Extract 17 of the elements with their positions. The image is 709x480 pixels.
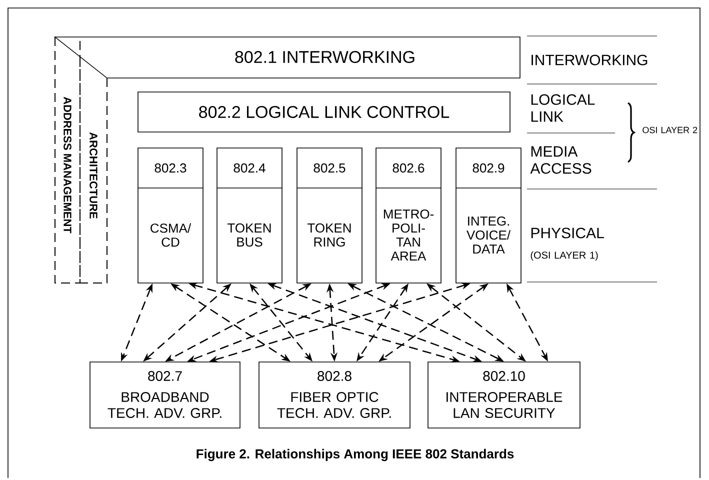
standard-column: 802.4 TOKEN BUS (216, 148, 282, 284)
logical-link-box: 802.2 LOGICAL LINK CONTROL (138, 92, 510, 132)
group-box: 802.8 FIBER OPTIC TECH. ADV. GRP. (258, 362, 410, 428)
layer-label: INTERWORKING (532, 54, 648, 66)
standard-column: 802.6 METRO- POLI- TAN AREA (376, 148, 442, 284)
layer-label: (OSI LAYER 1) (530, 251, 598, 261)
vertical-band: ARCHITECTURE (80, 58, 108, 284)
layer-label: LOGICAL LINK (531, 94, 595, 122)
standard-column: 802.3 CSMA/ CD (138, 148, 204, 284)
standard-column: 802.5 TOKEN RING (296, 148, 362, 284)
standard-column: 802.9 INTEG. VOICE/ DATA (456, 148, 522, 284)
vertical-band: ADDRESS MANAGEMENT (54, 36, 80, 284)
layer-label: MEDIA ACCESS (530, 146, 592, 174)
group-box: 802.10 INTEROPERABLE LAN SECURITY (428, 362, 580, 428)
figure-caption: Figure 2. Relationships Among IEEE 802 Standards (196, 448, 514, 462)
layer-label: OSI LAYER 2 (642, 126, 698, 134)
group-box: 802.7 BROADBAND TECH. ADV. GRP. (90, 362, 240, 428)
